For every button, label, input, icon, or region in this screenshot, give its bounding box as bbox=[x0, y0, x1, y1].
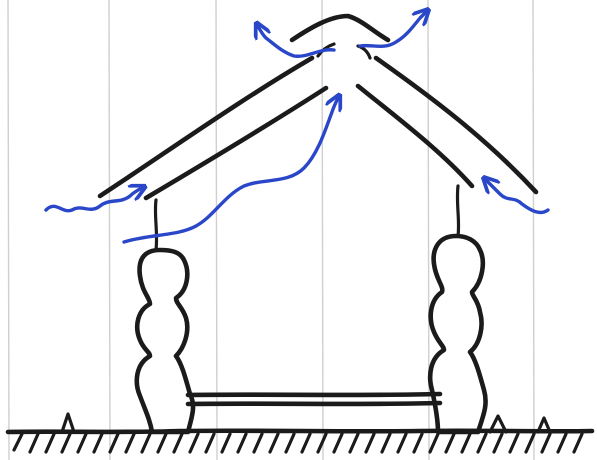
guide-line bbox=[533, 0, 534, 460]
airflow-arrow-icon bbox=[46, 188, 142, 211]
paper-guide-lines bbox=[8, 0, 534, 460]
left-column-outline bbox=[137, 250, 193, 432]
right-post bbox=[457, 186, 458, 236]
guide-line bbox=[428, 0, 429, 460]
guide-line bbox=[109, 0, 110, 460]
ground-hatching bbox=[14, 434, 582, 452]
airflow bbox=[46, 12, 548, 242]
grass-tuft bbox=[62, 414, 74, 432]
roof-left-outer bbox=[100, 58, 312, 196]
guide-line bbox=[8, 0, 9, 460]
ridge-vent-right bbox=[358, 46, 370, 58]
left-post bbox=[155, 200, 156, 250]
roof bbox=[100, 16, 536, 198]
floor-slab-bottom bbox=[188, 403, 440, 404]
guide-line bbox=[216, 0, 217, 460]
guide-line bbox=[322, 0, 323, 460]
ground bbox=[8, 414, 592, 452]
floor-slab bbox=[188, 394, 440, 404]
airflow-arrow-icon bbox=[486, 180, 548, 212]
roof-right-inner bbox=[358, 86, 472, 186]
ridge-cap bbox=[292, 16, 388, 40]
floor-slab-top bbox=[188, 394, 440, 395]
